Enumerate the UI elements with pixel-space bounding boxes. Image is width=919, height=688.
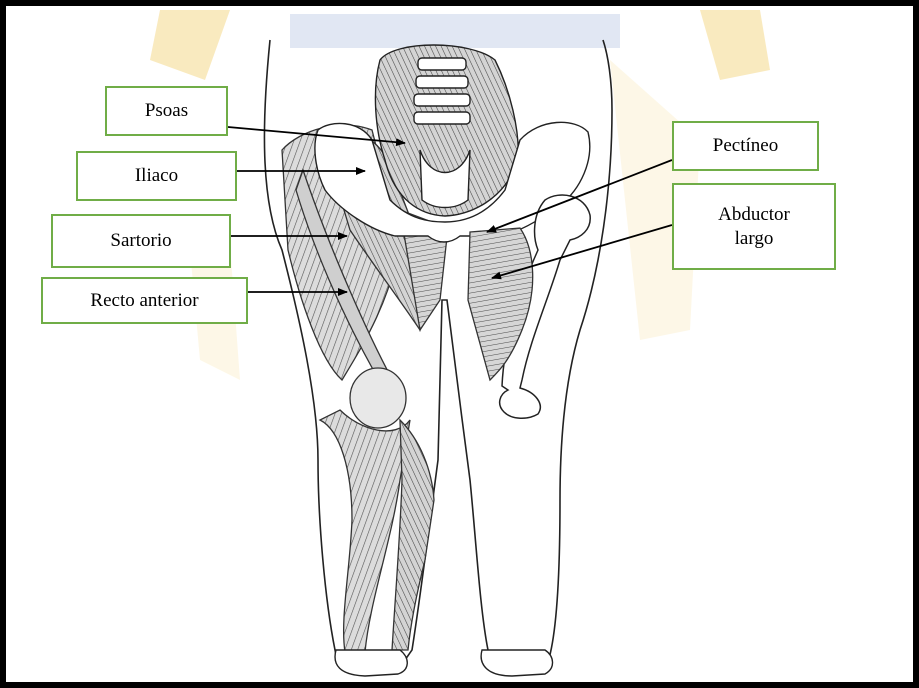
label-pectineo-text: Pectíneo (713, 134, 778, 158)
label-abductor-largo-text: Abductor largo (718, 203, 790, 251)
label-abductor-largo: Abductor largo (672, 183, 836, 270)
label-psoas: Psoas (105, 86, 228, 136)
label-recto-anterior: Recto anterior (41, 277, 248, 324)
label-iliaco-text: Iliaco (135, 164, 178, 188)
label-sartorio-text: Sartorio (110, 229, 171, 253)
feet (335, 650, 552, 676)
label-recto-anterior-text: Recto anterior (90, 289, 198, 313)
label-pectineo: Pectíneo (672, 121, 819, 171)
label-psoas-text: Psoas (145, 99, 188, 123)
label-sartorio: Sartorio (51, 214, 231, 268)
label-iliaco: Iliaco (76, 151, 237, 201)
